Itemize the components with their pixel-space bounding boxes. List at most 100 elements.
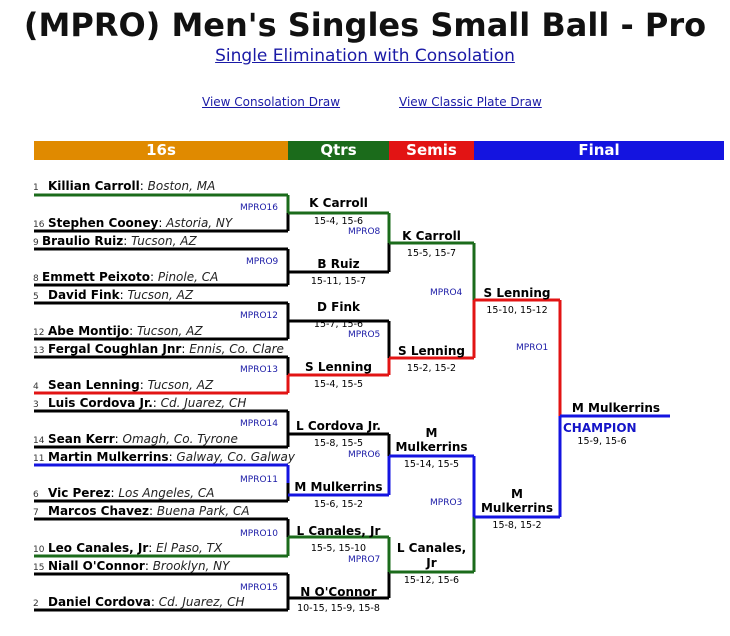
match-id-link[interactable]: MPRO10 — [240, 529, 278, 539]
final-player-name[interactable]: S Lenning — [483, 286, 551, 300]
player-location: Buena Park, CA — [156, 504, 250, 518]
player-name[interactable]: Luis Cordova Jr. — [48, 396, 153, 410]
qf-player-name[interactable]: L Cordova Jr. — [296, 419, 381, 433]
sf-player-name-line2[interactable]: Jr — [426, 556, 437, 570]
round-header-qtrs: Qtrs — [288, 141, 389, 160]
match-score: 15-6, 15-2 — [313, 499, 364, 510]
match-id-link[interactable]: MPRO7 — [348, 555, 381, 565]
match-id-link[interactable]: MPRO13 — [240, 365, 278, 375]
qf-player-name[interactable]: N O'Connor — [300, 585, 377, 599]
qf-player-name[interactable]: L Canales, Jr — [296, 524, 381, 538]
page-title: (MPRO) Men's Singles Small Ball - Pro — [23, 6, 707, 44]
sf-player-name-line1[interactable]: M — [425, 426, 438, 440]
player-entry[interactable]: Stephen Cooney: Astoria, NY — [48, 216, 233, 230]
seed-number: 10 — [33, 545, 45, 555]
player-location: Cd. Juarez, CH — [160, 396, 247, 410]
match-id-link[interactable]: MPRO1 — [516, 343, 549, 353]
match-id-link[interactable]: MPRO5 — [348, 330, 381, 340]
player-name[interactable]: Niall O'Connor — [48, 559, 145, 573]
match-score: 10-15, 15-9, 15-8 — [297, 603, 380, 614]
match-id-link[interactable]: MPRO14 — [240, 419, 278, 429]
match-score: 15-10, 15-12 — [486, 305, 548, 316]
sf-player-name-line1[interactable]: L Canales, — [396, 541, 467, 555]
player-entry[interactable]: Sean Kerr: Omagh, Co. Tyrone — [48, 432, 238, 446]
player-name[interactable]: Stephen Cooney — [48, 216, 159, 230]
player-entry[interactable]: Fergal Coughlan Jnr: Ennis, Co. Clare — [48, 342, 284, 356]
qf-player-name[interactable]: B Ruiz — [317, 257, 360, 271]
final-player-name-line1[interactable]: M — [511, 487, 523, 501]
qf-player-name[interactable]: K Carroll — [309, 196, 368, 210]
match-score: 15-2, 15-2 — [406, 363, 457, 374]
qf-player-name[interactable]: D Fink — [317, 300, 360, 314]
player-entry[interactable]: Killian Carroll: Boston, MA — [48, 179, 216, 193]
player-location: El Paso, TX — [156, 541, 223, 555]
view-classic-plate-draw-link[interactable]: View Classic Plate Draw — [399, 95, 542, 109]
seed-number: 11 — [33, 454, 45, 464]
player-location: Astoria, NY — [166, 216, 233, 230]
player-entry[interactable]: Luis Cordova Jr.: Cd. Juarez, CH — [48, 396, 247, 410]
match-score: 15-12, 15-6 — [403, 575, 460, 586]
draw-type-link[interactable]: Single Elimination with Consolation — [215, 46, 515, 66]
player-name[interactable]: Abe Montijo — [48, 324, 130, 338]
match-id-link[interactable]: MPRO4 — [430, 288, 463, 298]
champion-name[interactable]: M Mulkerrins — [571, 401, 661, 415]
player-entry[interactable]: Emmett Peixoto: Pinole, CA — [42, 270, 219, 284]
match-score: 15-8, 15-5 — [313, 438, 364, 449]
match-id-link[interactable]: MPRO12 — [240, 311, 278, 321]
player-entry[interactable]: Vic Perez: Los Angeles, CA — [48, 486, 215, 500]
seed-number: 13 — [33, 346, 45, 356]
player-name[interactable]: Fergal Coughlan Jnr — [48, 342, 182, 356]
player-name[interactable]: Martin Mulkerrins — [48, 450, 169, 464]
sf-player-name[interactable]: K Carroll — [402, 229, 461, 243]
match-id-link[interactable]: MPRO6 — [348, 450, 381, 460]
qf-player-name[interactable]: M Mulkerrins — [294, 480, 383, 494]
seed-number: 5 — [33, 292, 39, 302]
match-id-link[interactable]: MPRO9 — [246, 257, 279, 267]
qf-player-name[interactable]: S Lenning — [305, 360, 372, 374]
player-entry[interactable]: Sean Lenning: Tucson, AZ — [48, 378, 214, 392]
player-name[interactable]: Leo Canales, Jr — [48, 541, 149, 555]
player-location: Tucson, AZ — [147, 378, 214, 392]
player-entry[interactable]: Daniel Cordova: Cd. Juarez, CH — [48, 595, 245, 609]
match-score: 15-11, 15-7 — [310, 276, 367, 287]
player-entry[interactable]: Niall O'Connor: Brooklyn, NY — [48, 559, 230, 573]
player-name[interactable]: Emmett Peixoto — [42, 270, 151, 284]
player-name[interactable]: Sean Kerr — [48, 432, 115, 446]
round-header-final: Final — [474, 141, 724, 160]
player-name[interactable]: Sean Lenning — [48, 378, 140, 392]
player-name[interactable]: Braulio Ruiz — [42, 234, 124, 248]
player-name[interactable]: Daniel Cordova — [48, 595, 151, 609]
player-entry[interactable]: Martin Mulkerrins: Galway, Co. Galway — [48, 450, 295, 464]
match-id-link[interactable]: MPRO3 — [430, 498, 463, 508]
player-location: Cd. Juarez, CH — [158, 595, 245, 609]
seed-number: 15 — [33, 563, 45, 573]
player-name[interactable]: David Fink — [48, 288, 120, 302]
player-name[interactable]: Killian Carroll — [48, 179, 140, 193]
final-score: 15-9, 15-6 — [577, 436, 627, 447]
seed-number: 1 — [33, 183, 39, 193]
player-name[interactable]: Vic Perez — [48, 486, 111, 500]
player-location: Tucson, AZ — [127, 288, 194, 302]
champion-label: CHAMPION — [563, 421, 637, 435]
player-entry[interactable]: Marcos Chavez: Buena Park, CA — [48, 504, 250, 518]
match-id-link[interactable]: MPRO16 — [240, 203, 278, 213]
player-entry[interactable]: Braulio Ruiz: Tucson, AZ — [42, 234, 197, 248]
seed-number: 3 — [33, 400, 39, 410]
player-entry[interactable]: Abe Montijo: Tucson, AZ — [48, 324, 203, 338]
match-id-link[interactable]: MPRO11 — [240, 475, 278, 485]
player-location: Ennis, Co. Clare — [189, 342, 284, 356]
sf-player-name[interactable]: S Lenning — [398, 344, 465, 358]
player-location: Omagh, Co. Tyrone — [122, 432, 238, 446]
player-location: Pinole, CA — [157, 270, 219, 284]
final-player-name-line2[interactable]: Mulkerrins — [480, 501, 554, 515]
player-location: Galway, Co. Galway — [176, 450, 295, 464]
player-entry[interactable]: Leo Canales, Jr: El Paso, TX — [48, 541, 223, 555]
player-name[interactable]: Marcos Chavez — [48, 504, 150, 518]
sf-player-name-line2[interactable]: Mulkerrins — [395, 440, 468, 454]
view-consolation-draw-link[interactable]: View Consolation Draw — [202, 95, 341, 109]
player-entry[interactable]: David Fink: Tucson, AZ — [48, 288, 194, 302]
match-id-link[interactable]: MPRO15 — [240, 583, 278, 593]
match-id-link[interactable]: MPRO8 — [348, 227, 381, 237]
round-header-semis: Semis — [389, 141, 474, 160]
